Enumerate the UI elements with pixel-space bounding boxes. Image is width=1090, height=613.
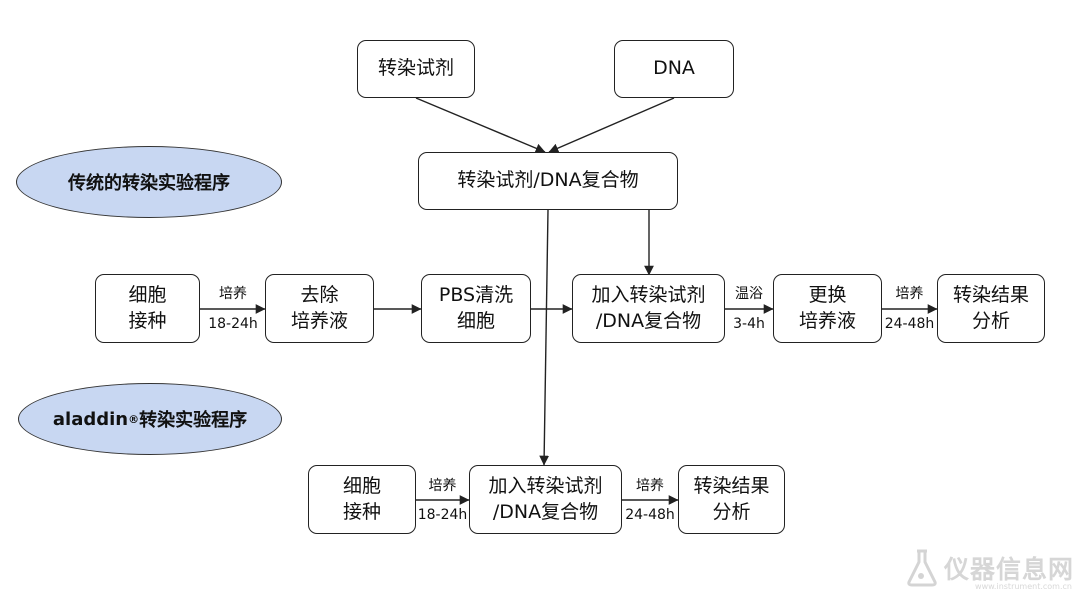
arrow-complex-to-aladdin-add bbox=[539, 209, 550, 466]
registered-mark: ® bbox=[128, 412, 140, 426]
arrow-reagent-to-complex bbox=[415, 97, 546, 153]
traditional-remove-medium-box: 去除 培养液 bbox=[265, 274, 374, 343]
aladdin-seed-box: 细胞 接种 bbox=[308, 465, 416, 534]
aladdin-edge1-bottom-label: 18-24h bbox=[417, 507, 468, 523]
watermark: 仪器信息网 www.instrument.com.cn bbox=[904, 548, 1074, 591]
traditional-edge2-top-label: 温浴 bbox=[735, 286, 763, 302]
traditional-replace-medium-box: 更换 培养液 bbox=[773, 274, 882, 343]
arrow-dna-to-complex bbox=[548, 97, 675, 153]
aladdin-result-box: 转染结果 分析 bbox=[678, 465, 785, 534]
section-traditional-label: 传统的转染实验程序 bbox=[16, 146, 282, 218]
complex-box: 转染试剂/DNA复合物 bbox=[418, 152, 678, 210]
aladdin-edge1-top-label: 培养 bbox=[428, 478, 457, 494]
aladdin-add-complex-box: 加入转染试剂 /DNA复合物 bbox=[469, 465, 622, 534]
traditional-edge2-bottom-label: 3-4h bbox=[733, 316, 765, 332]
traditional-edge1-top-label: 培养 bbox=[219, 286, 247, 302]
aladdin-edge2-bottom-label: 24-48h bbox=[625, 507, 675, 523]
aladdin-brand: aladdin bbox=[52, 408, 129, 430]
watermark-subtext: www.instrument.com.cn bbox=[975, 582, 1072, 591]
dna-box: DNA bbox=[614, 40, 734, 98]
traditional-seed-box: 细胞 接种 bbox=[95, 274, 200, 343]
watermark-flask-icon bbox=[907, 549, 937, 587]
section-aladdin-label: aladdin®转染实验程序 bbox=[18, 383, 282, 455]
traditional-edge3-top-label: 培养 bbox=[895, 286, 924, 302]
traditional-pbs-wash-box: PBS清洗 细胞 bbox=[421, 274, 531, 343]
aladdin-edge2-top-label: 培养 bbox=[636, 478, 664, 494]
watermark-text: 仪器信息网 bbox=[943, 555, 1074, 584]
traditional-add-complex-box: 加入转染试剂 /DNA复合物 bbox=[572, 274, 725, 343]
traditional-result-box: 转染结果 分析 bbox=[937, 274, 1045, 343]
aladdin-procedure-text: 转染实验程序 bbox=[139, 410, 248, 431]
traditional-edge3-bottom-label: 24-48h bbox=[884, 316, 935, 332]
traditional-edge1-bottom-label: 18-24h bbox=[208, 316, 258, 332]
reagent-box: 转染试剂 bbox=[357, 40, 475, 98]
